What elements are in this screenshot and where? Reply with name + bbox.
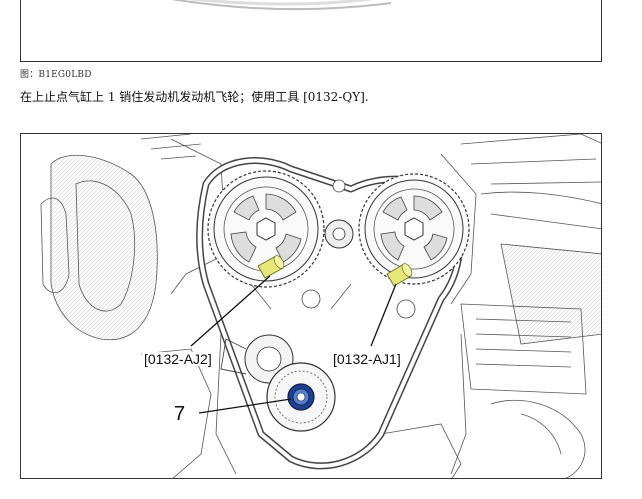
left-camshaft-sprocket (207, 170, 325, 288)
callout-tool-aj2: [0132-AJ2] (142, 351, 214, 367)
crankshaft-seal (287, 383, 315, 411)
idler-pulley (301, 179, 416, 319)
engine-timing-illustration (40, 134, 601, 478)
locking-pin-aj1 (386, 263, 413, 287)
leader-line-aj1 (370, 283, 397, 347)
engine-figure-frame: [0132-AJ2] [0132-AJ1] 7 (20, 133, 602, 479)
callout-tool-aj1: [0132-AJ1] (331, 351, 403, 367)
locking-pin-aj2 (257, 255, 285, 279)
top-figure-frame (20, 0, 602, 62)
right-camshaft-sprocket (358, 173, 470, 285)
leader-line-aj2 (190, 275, 271, 347)
instruction-text: 在上止点气缸上 1 销住发动机发动机飞轮；使用工具 [0132-QY]. (20, 90, 369, 104)
engine-background-lines (40, 134, 601, 478)
callout-item-7: 7 (172, 403, 188, 425)
top-figure-illustration (170, 0, 392, 11)
leader-lines (190, 275, 397, 414)
leader-line-7 (198, 398, 292, 414)
figure-caption: 图：B1EG0LBD (20, 70, 92, 80)
